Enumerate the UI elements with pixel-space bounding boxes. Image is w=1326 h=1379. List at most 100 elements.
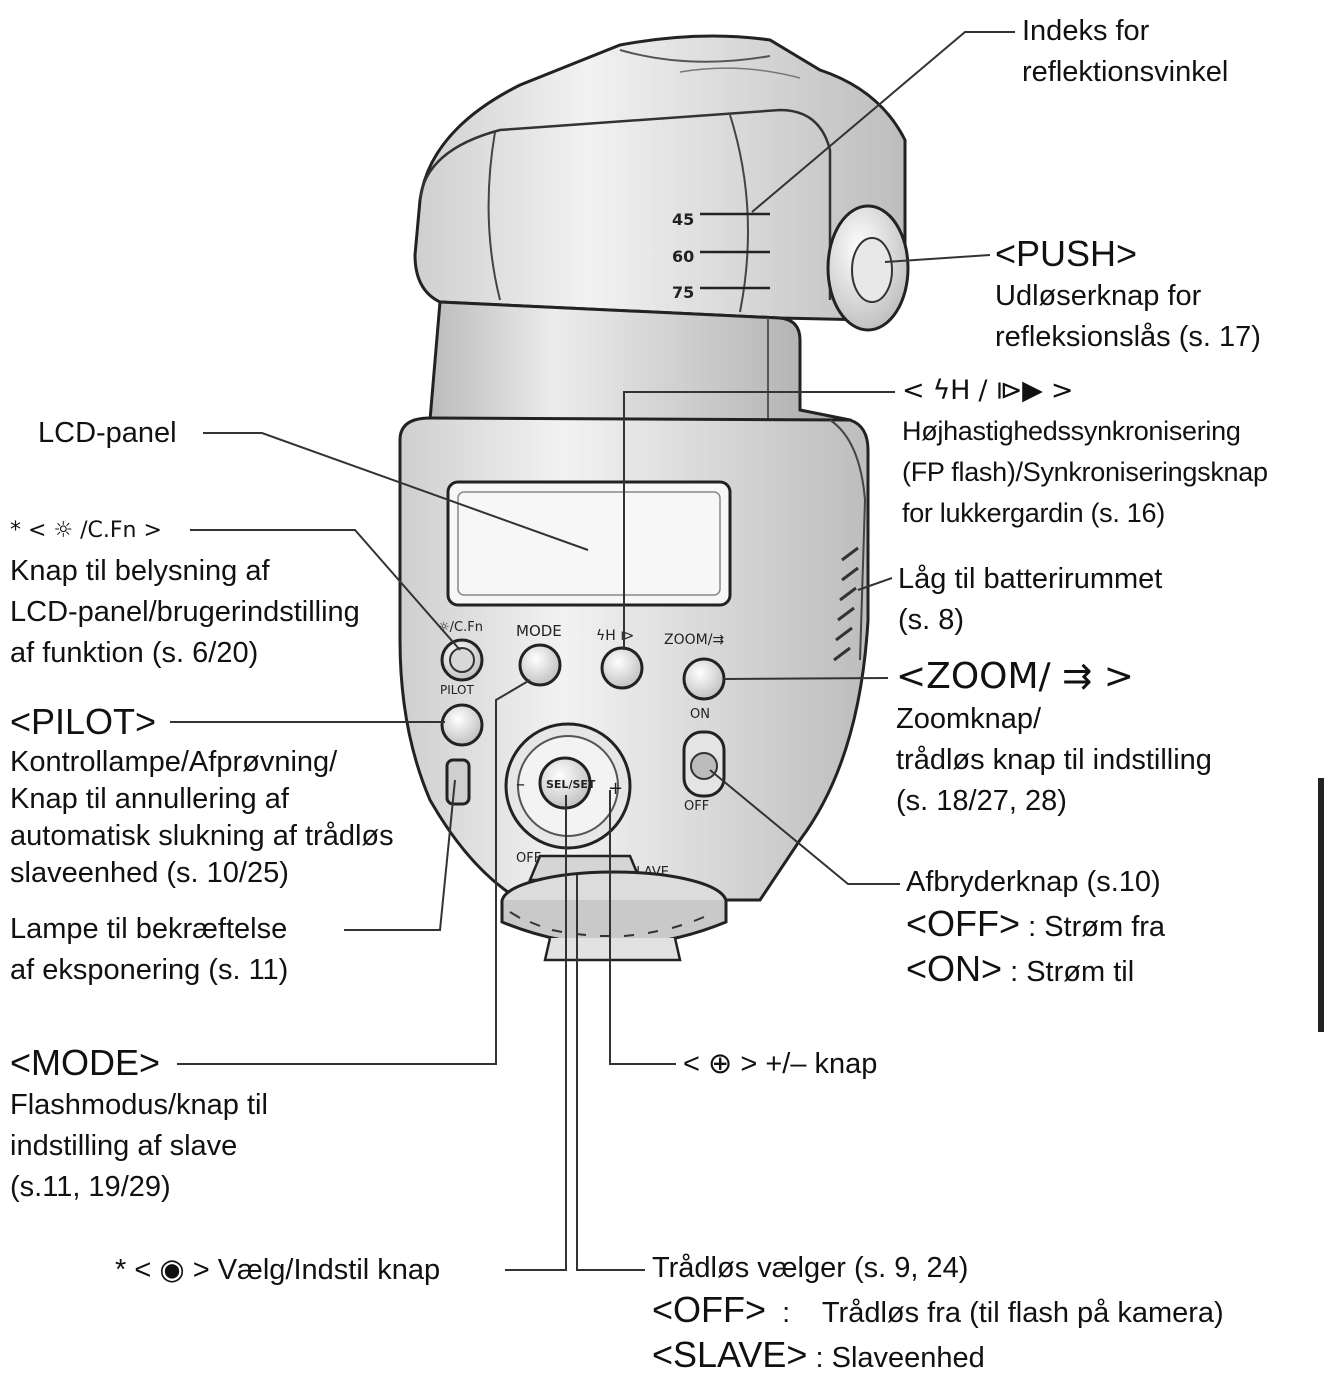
callout-power: Afbryderknap (s.10) <OFF> : Strøm fra <O… xyxy=(906,862,1165,993)
power-off-row: <OFF> : Strøm fra xyxy=(906,903,1165,948)
page-edge-bar xyxy=(1318,778,1324,1032)
lcd-line-1: LCD-panel xyxy=(38,417,177,449)
power-on-row: <ON> : Strøm til xyxy=(906,948,1165,993)
mode-line-2: indstilling af slave xyxy=(10,1130,238,1162)
leader-mode xyxy=(177,679,531,1065)
mode-line-3: (s.11, 19/29) xyxy=(10,1171,171,1203)
callout-push: <PUSH> Udløserknap for refleksionslås (s… xyxy=(995,232,1261,358)
high-speed-sync-button[interactable] xyxy=(600,646,644,690)
hs-title: < ϟH / ⧐▶ > xyxy=(902,375,1074,406)
wireless-slave-text: : Slaveenhed xyxy=(807,1342,985,1374)
panel-label-mode: MODE xyxy=(516,622,562,640)
leader-select xyxy=(505,795,567,1271)
callout-exposure: Lampe til bekræftelse af eksponering (s.… xyxy=(10,909,288,991)
pilot-title: <PILOT> xyxy=(10,701,157,742)
light-line-3: af funktion (s. 6/20) xyxy=(10,637,259,669)
zoom-wireless-button[interactable] xyxy=(682,657,726,701)
power-line-1: Afbryderknap (s.10) xyxy=(906,866,1161,898)
callout-mode: <MODE> Flashmodus/knap til indstilling a… xyxy=(10,1041,268,1208)
callout-select: * < ◉ > Vælg/Indstil knap xyxy=(115,1249,440,1291)
push-line-1: Udløserknap for xyxy=(995,280,1202,312)
zoom-line-3: (s. 18/27, 28) xyxy=(896,785,1067,817)
light-line-2: LCD-panel/brugerindstilling xyxy=(10,596,360,628)
leader-index xyxy=(751,31,1015,213)
pilot-line-4: slaveenhed (s. 10/25) xyxy=(10,857,289,889)
zoom-line-2: trådløs knap til indstilling xyxy=(896,744,1212,776)
zoom-title: <ZOOM/ ⇉ > xyxy=(896,656,1134,697)
exposure-line-2: af eksponering (s. 11) xyxy=(10,954,289,986)
power-off-text: : Strøm fra xyxy=(1020,911,1166,943)
light-title: * < ☼ /C.Fn > xyxy=(10,518,162,543)
callout-hs: < ϟH / ⧐▶ > Højhastighedssynkronisering … xyxy=(902,370,1268,534)
leader-exposure xyxy=(344,779,456,931)
battery-line-1: Låg til batterirummet xyxy=(898,563,1163,595)
angle-60: 60 xyxy=(672,247,694,266)
leader-battery xyxy=(857,577,893,591)
panel-label-on: ON xyxy=(690,707,710,722)
dial-plus-label: + xyxy=(608,778,623,799)
callout-pilot: <PILOT> Kontrollampe/Afprøvning/ Knap ti… xyxy=(10,700,394,892)
push-title: <PUSH> xyxy=(995,233,1138,274)
select-pre: * < xyxy=(115,1254,160,1286)
angle-75: 75 xyxy=(672,283,694,302)
angle-45: 45 xyxy=(672,210,694,229)
wireless-off-label: OFF xyxy=(516,851,541,866)
panel-label-off: OFF xyxy=(684,799,709,814)
leader-light xyxy=(190,529,461,651)
index-line-2: reflektionsvinkel xyxy=(1022,56,1229,88)
callout-wireless: Trådløs vælger (s. 9, 24) <OFF> : Trådlø… xyxy=(652,1248,1224,1379)
callout-lcd: LCD-panel xyxy=(38,413,177,454)
dial-icon: ⊕ xyxy=(708,1046,733,1080)
leader-push xyxy=(884,254,991,263)
hs-line-1: Højhastighedssynkronisering xyxy=(902,416,1241,446)
pilot-line-2: Knap til annullering af xyxy=(10,783,289,815)
leader-zoom xyxy=(723,677,889,680)
power-off-key: <OFF> xyxy=(906,903,1021,944)
power-on-key: <ON> xyxy=(906,948,1003,989)
callout-light: * < ☼ /C.Fn > Knap til belysning af LCD-… xyxy=(10,510,360,674)
select-button-icon: ◉ xyxy=(159,1252,185,1286)
callout-plusminus: < ⊕ > +/– knap xyxy=(683,1043,877,1085)
mode-button[interactable] xyxy=(518,643,562,687)
wireless-off-text: : Trådløs fra (til flash på kamera) xyxy=(766,1297,1224,1329)
power-on-text: : Strøm til xyxy=(1002,956,1135,988)
pilot-line-1: Kontrollampe/Afprøvning/ xyxy=(10,746,338,778)
leader-lcd xyxy=(203,432,589,551)
wireless-slave-key: <SLAVE> xyxy=(652,1334,808,1375)
flash-body: ☼/C.Fn MODE ϟH ⧐ ZOOM/⇉ PILOT ON OFF SEL… xyxy=(398,416,870,902)
mode-title: <MODE> xyxy=(10,1042,161,1083)
mode-line-1: Flashmodus/knap til xyxy=(10,1089,268,1121)
wireless-off-key: <OFF> xyxy=(652,1289,767,1330)
zoom-line-1: Zoomknap/ xyxy=(896,703,1042,735)
panel-label-hs: ϟH ⧐ xyxy=(596,628,634,644)
leader-lines xyxy=(170,31,1015,1271)
lcd-panel xyxy=(446,480,732,607)
plusminus-post: > +/– knap xyxy=(732,1048,878,1080)
flash-head: 45 60 75 xyxy=(413,34,910,332)
panel-label-zoom: ZOOM/⇉ xyxy=(664,632,724,648)
select-post: > Vælg/Indstil knap xyxy=(184,1254,441,1286)
dial-minus-label: – xyxy=(516,774,525,795)
sel-set-label: SEL/SET xyxy=(546,778,596,791)
leader-wireless xyxy=(576,875,645,1271)
leader-plusminus xyxy=(609,790,676,1065)
index-line-1: Indeks for xyxy=(1022,15,1150,47)
wireless-off-row: <OFF> : Trådløs fra (til flash på kamera… xyxy=(652,1289,1224,1334)
pilot-line-3: automatisk slukning af trådløs xyxy=(10,820,394,852)
panel-label-light-fn: ☼/C.Fn xyxy=(438,620,483,635)
light-line-1: Knap til belysning af xyxy=(10,555,270,587)
wireless-slave-row: <SLAVE> : Slaveenhed xyxy=(652,1334,1224,1379)
pilot-button[interactable] xyxy=(440,703,484,747)
callout-index: Indeks for reflektionsvinkel xyxy=(1022,11,1228,93)
hs-line-2: (FP flash)/Synkroniseringsknap xyxy=(902,457,1268,487)
leader-hs xyxy=(623,391,895,650)
exposure-confirm-lamp xyxy=(445,758,471,806)
leader-power xyxy=(709,769,900,885)
battery-cover-ribs[interactable] xyxy=(833,546,859,662)
callout-zoom: <ZOOM/ ⇉ > Zoomknap/ trådløs knap til in… xyxy=(896,655,1212,822)
wireless-line-1: Trådløs vælger (s. 9, 24) xyxy=(652,1252,969,1284)
exposure-line-1: Lampe til bekræftelse xyxy=(10,913,288,945)
hs-line-3: for lukkergardin (s. 16) xyxy=(902,498,1165,528)
panel-label-pilot: PILOT xyxy=(440,683,474,697)
